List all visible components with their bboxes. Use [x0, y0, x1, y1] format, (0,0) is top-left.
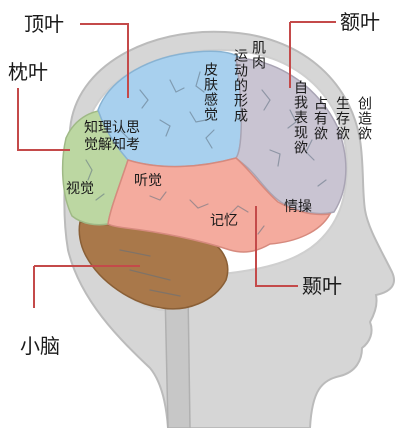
- movement-label-1: 肌肉: [250, 40, 266, 70]
- self-expression-label: 自我表现欲: [292, 80, 308, 155]
- spinal-cord: [164, 289, 191, 428]
- cognition-line-1: 知理认思: [84, 120, 140, 136]
- leader-temporal: [255, 206, 298, 287]
- emotion-label: 情操: [284, 199, 312, 215]
- parietal-lobe-label: 顶叶: [24, 12, 64, 36]
- vision-label: 视觉: [66, 181, 94, 197]
- frontal-lobe-label: 额叶: [340, 10, 380, 34]
- skin-sense-label: 皮肤感觉: [202, 62, 218, 122]
- cerebellum-label: 小脑: [20, 334, 60, 358]
- temporal-lobe-label: 颞叶: [302, 274, 342, 298]
- leader-parietal: [80, 23, 129, 98]
- occipital-lobe-label: 枕叶: [8, 60, 48, 84]
- frontal-region: [235, 57, 347, 215]
- cognition-label: 知理认思 觉解知考: [84, 120, 140, 154]
- leader-lines: [17, 21, 336, 308]
- memory-label: 记忆: [210, 213, 238, 229]
- cognition-line-2: 觉解知考: [84, 137, 140, 153]
- survival-label: 生存欲: [334, 96, 350, 141]
- leader-frontal: [289, 21, 336, 88]
- temporal-region: [107, 157, 332, 253]
- gyri-lines: [85, 71, 327, 297]
- movement-label-2: 运动的形成: [232, 48, 248, 123]
- leader-occipital: [17, 88, 70, 151]
- creation-label: 创造欲: [356, 96, 372, 141]
- hearing-label: 听觉: [134, 173, 162, 189]
- possession-label: 占有欲: [312, 96, 328, 141]
